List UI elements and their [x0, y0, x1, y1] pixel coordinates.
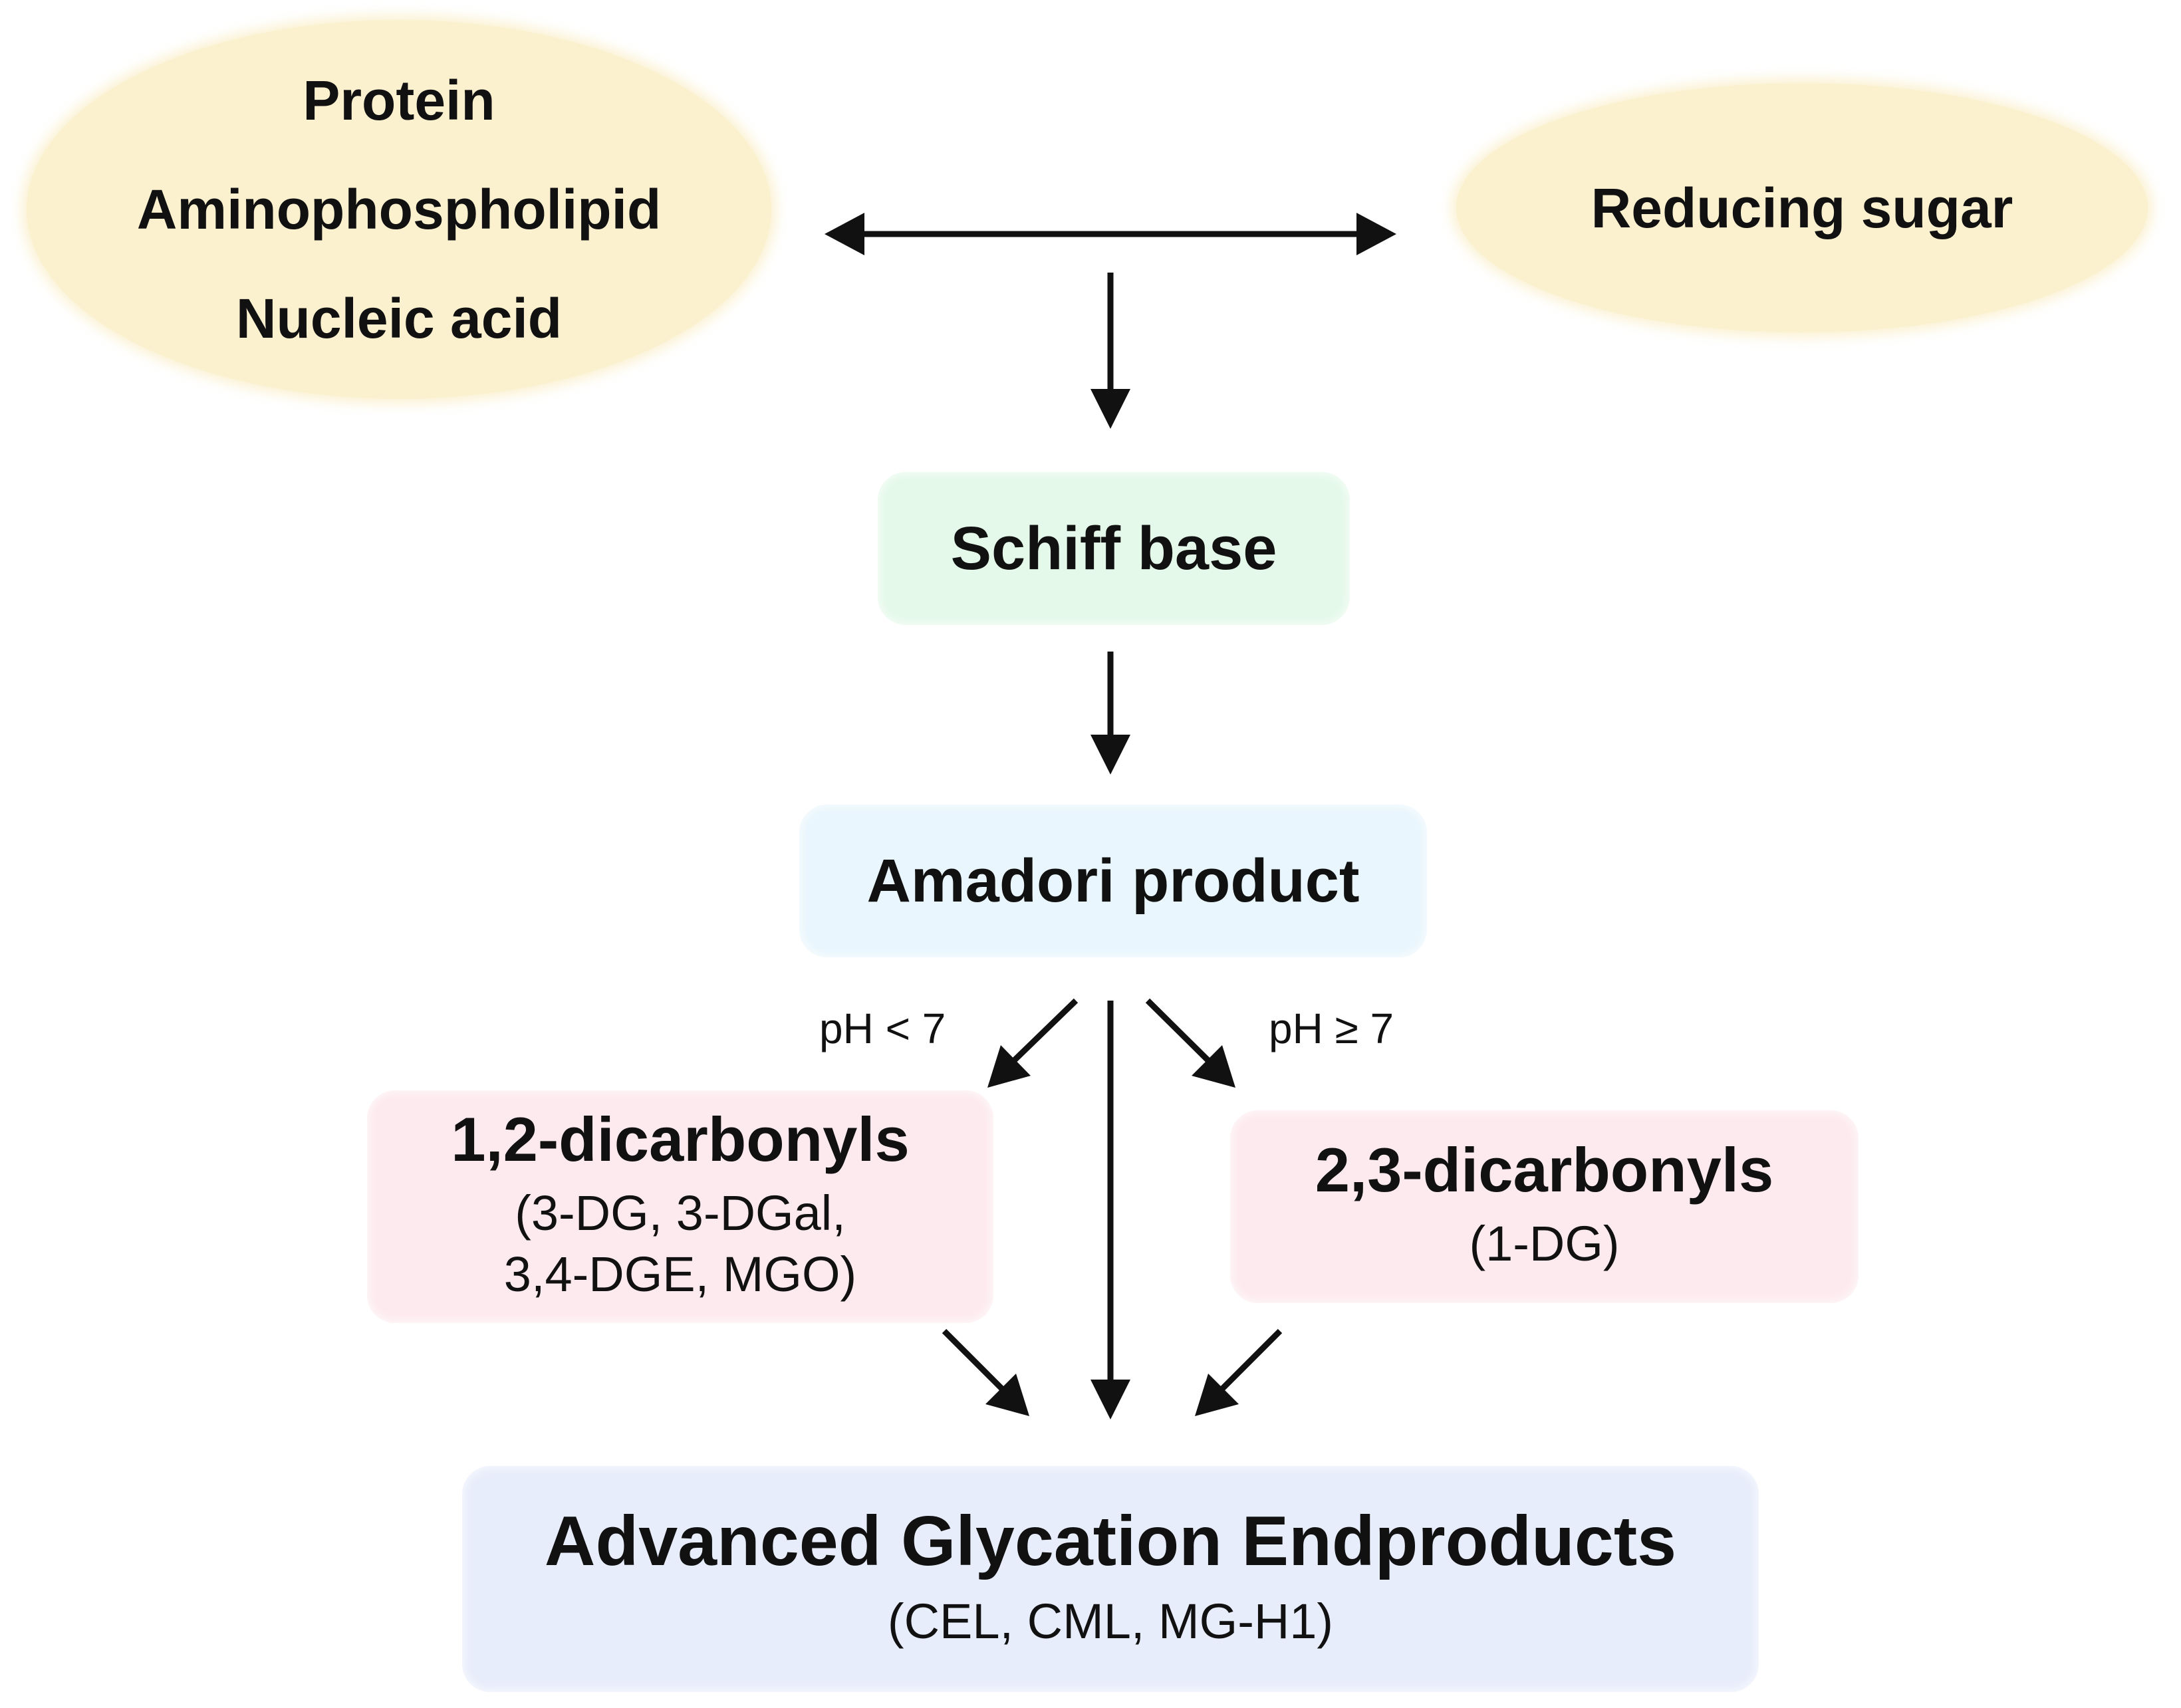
arrow-23-dicarbonyls-to-ages-head: [1195, 1374, 1239, 1416]
bidirectional-arrow-left-head: [825, 213, 864, 255]
arrow-to-23-dicarbonyls: [1145, 998, 1214, 1066]
ages-detail: (CEL, CML, MG-H1): [887, 1593, 1334, 1649]
arrow-amadori-to-ages-head: [1090, 1380, 1130, 1419]
arrow-to-schiff-base-head: [1090, 389, 1130, 429]
reactant-protein-label: Protein: [303, 69, 495, 132]
dicarbonyls-12-box: 1,2-dicarbonyls (3-DG, 3-DGal, 3,4-DGE, …: [367, 1090, 993, 1323]
acidic-condition-label: pH < 7: [819, 1005, 946, 1052]
dicarbonyls-23-title: 2,3-dicarbonyls: [1315, 1134, 1774, 1205]
bidirectional-arrow-right-head: [1356, 213, 1396, 255]
arrow-to-23-dicarbonyls-head: [1192, 1045, 1235, 1088]
arrow-to-amadori-product-head: [1090, 735, 1130, 775]
arrow-12-dicarbonyls-to-ages: [942, 1328, 1007, 1394]
arrow-23-dicarbonyls-to-ages: [1218, 1328, 1283, 1394]
reducing-sugar-label: Reducing sugar: [1591, 176, 2013, 239]
dicarbonyls-12-detail-line-1: (3-DG, 3-DGal,: [515, 1185, 846, 1241]
schiff-base-label: Schiff base: [950, 515, 1277, 582]
arrow-12-dicarbonyls-to-ages-head: [985, 1374, 1029, 1416]
reducing-sugar-ellipse: Reducing sugar: [1456, 83, 2148, 332]
dicarbonyls-12-title: 1,2-dicarbonyls: [451, 1104, 910, 1174]
arrow-to-12-dicarbonyls-head: [987, 1045, 1031, 1088]
basic-condition-label: pH ≥ 7: [1269, 1005, 1394, 1052]
dicarbonyls-12-detail-line-2: 3,4-DGE, MGO): [503, 1247, 857, 1302]
dicarbonyls-23-box: 2,3-dicarbonyls (1-DG): [1230, 1110, 1859, 1303]
amadori-product-box: Amadori product: [799, 804, 1427, 957]
reactant-nucleic-acid-label: Nucleic acid: [235, 287, 563, 350]
ages-title: Advanced Glycation Endproducts: [544, 1501, 1677, 1580]
reactant-aminophospholipid-label: Aminophospholipid: [136, 178, 662, 241]
dicarbonyls-23-detail: (1-DG): [1469, 1215, 1620, 1271]
schiff-base-box: Schiff base: [878, 472, 1350, 625]
arrow-to-12-dicarbonyls: [1008, 998, 1079, 1066]
amadori-product-label: Amadori product: [866, 847, 1360, 915]
reactants-left-ellipse: Protein Aminophospholipid Nucleic acid: [27, 20, 771, 399]
ages-box: Advanced Glycation Endproducts (CEL, CML…: [462, 1466, 1759, 1692]
